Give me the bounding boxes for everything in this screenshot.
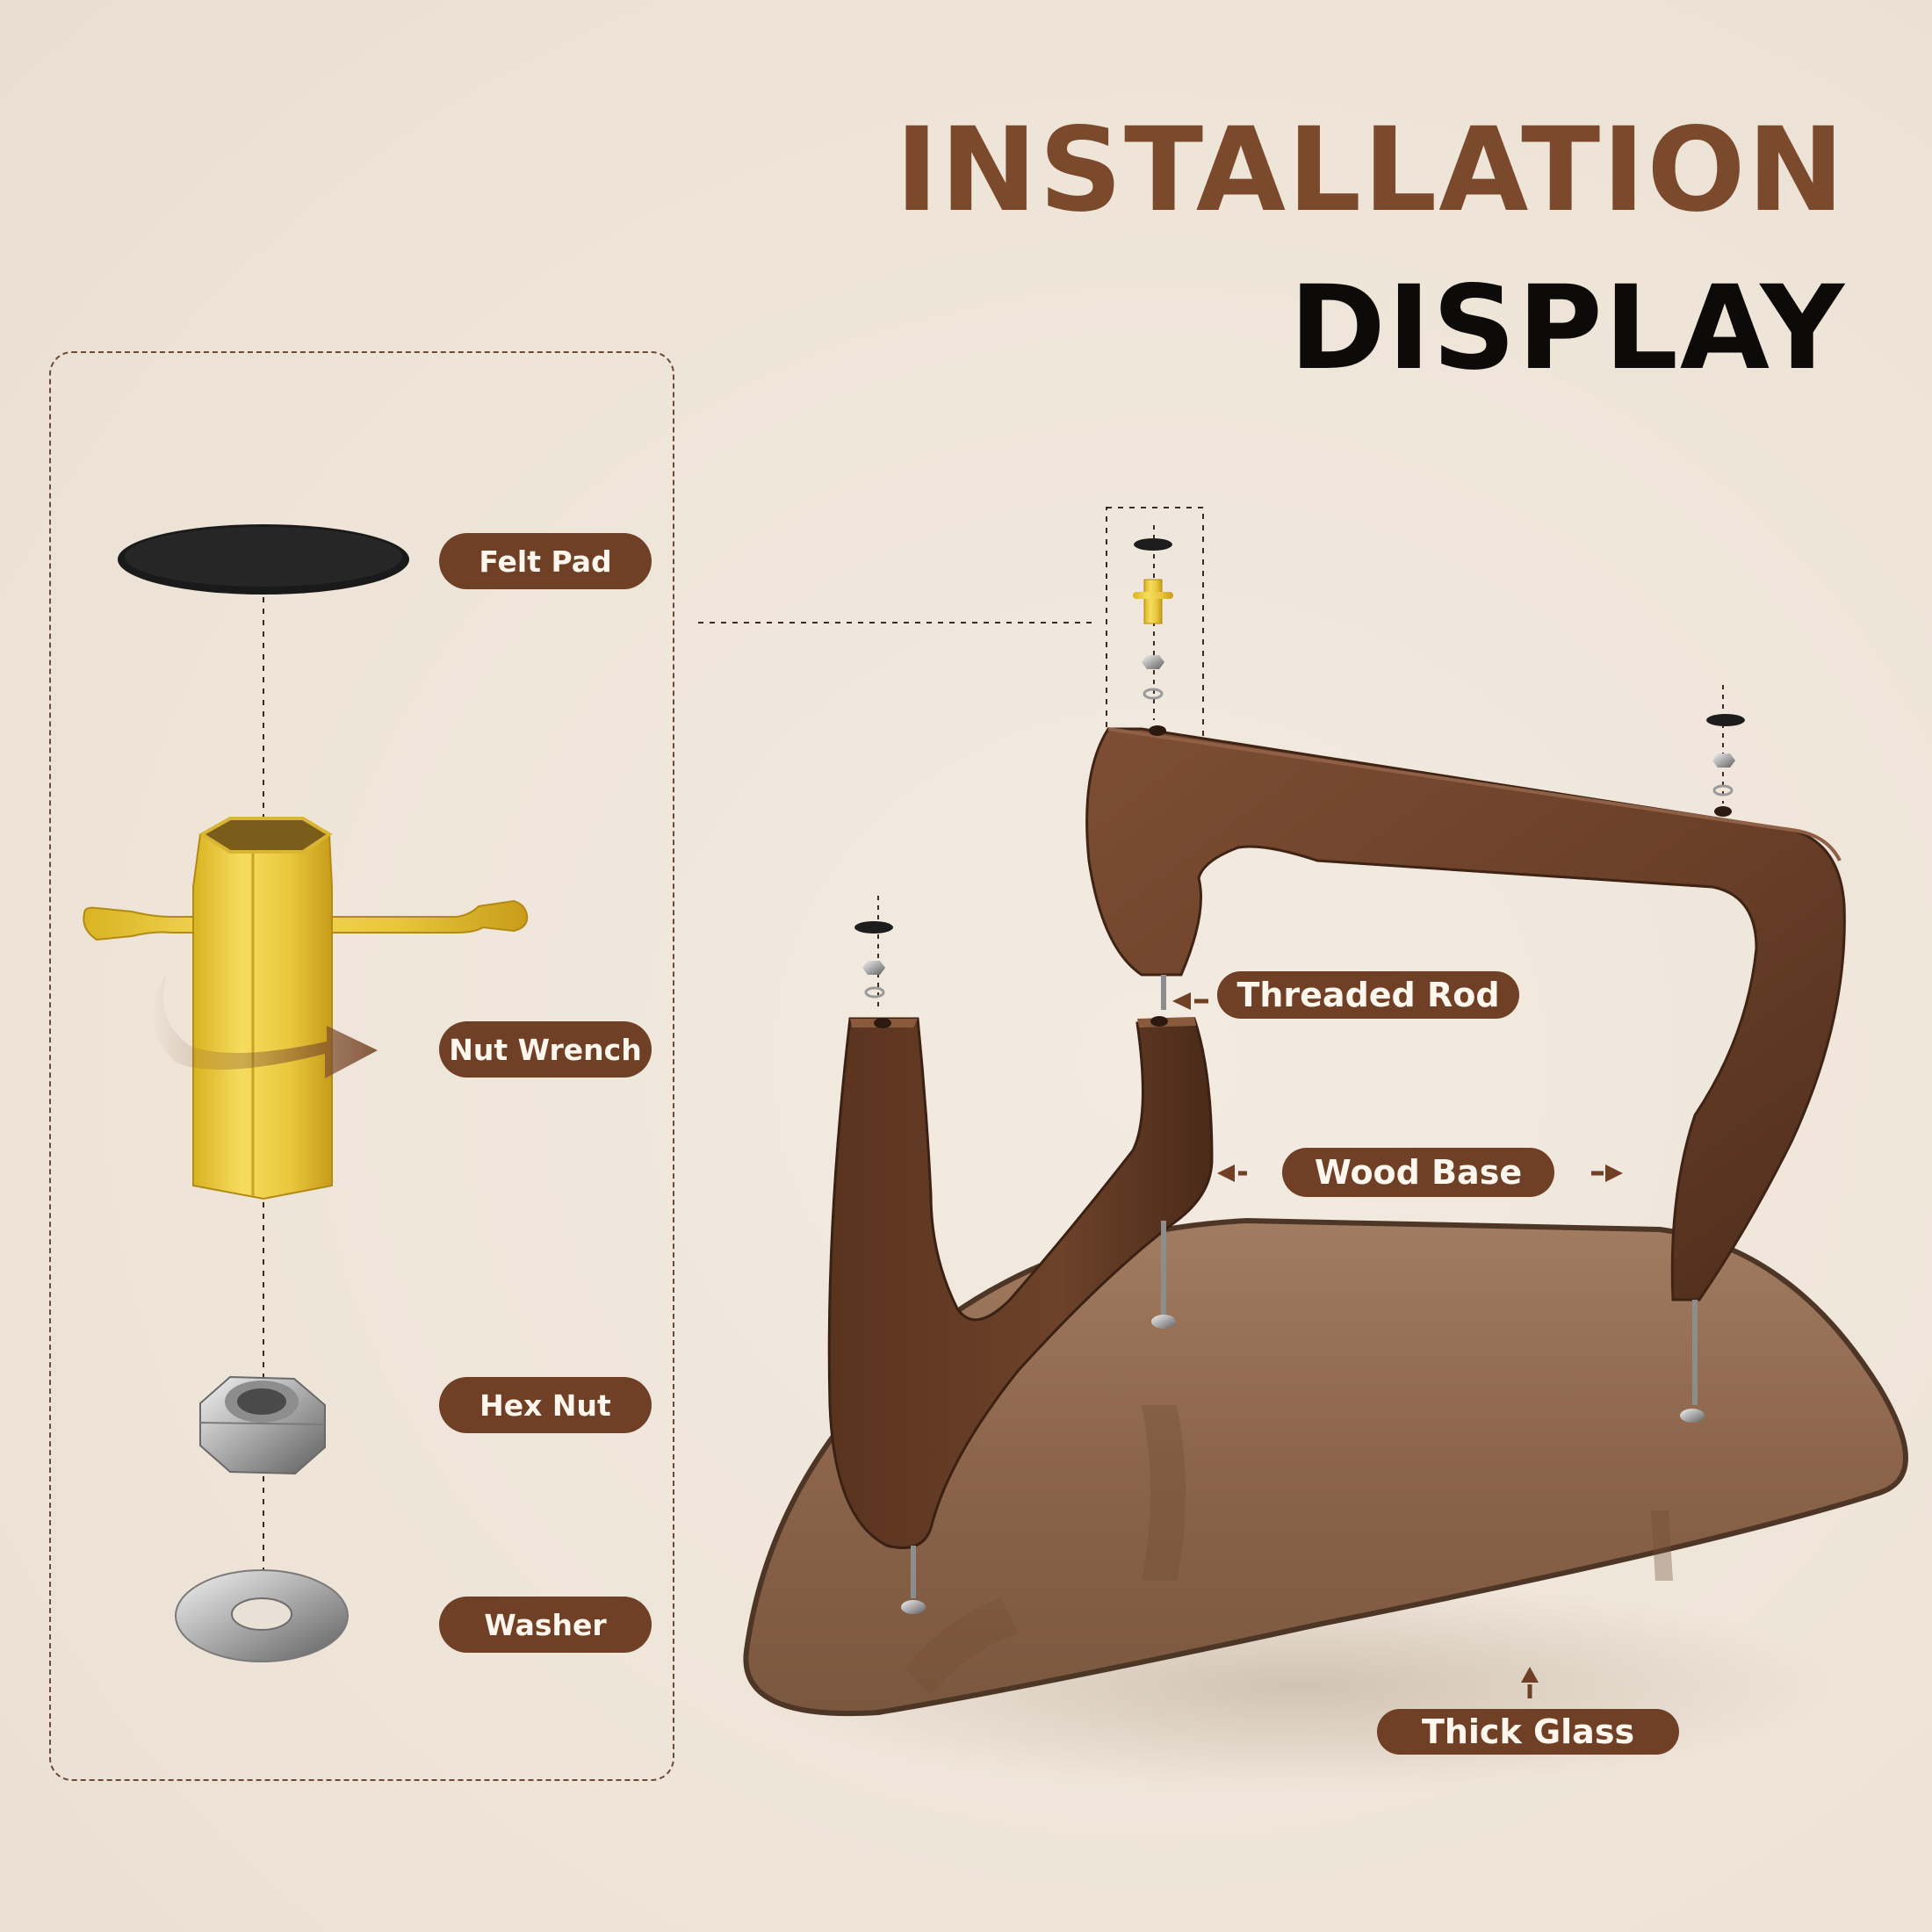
wood-base-front (827, 1016, 1214, 1549)
detail-highlight-box (1106, 507, 1204, 739)
nut-wrench-label: Nut Wrench (439, 1021, 652, 1078)
nut-wrench-icon (83, 817, 529, 1200)
hardware-stack-back-right (1706, 685, 1745, 804)
threaded-rod-label: Threaded Rod (1217, 971, 1519, 1019)
threaded-rods (901, 975, 1705, 1614)
washer-label: Washer (439, 1597, 652, 1653)
wood-base-right-arrow-icon (1591, 1164, 1623, 1182)
threaded-rod-arrow-icon (1172, 992, 1208, 1010)
hardware-stack-back-left (1133, 525, 1173, 720)
felt-pad-label: Felt Pad (439, 533, 652, 589)
wood-base-left-arrow-icon (1217, 1164, 1247, 1182)
wood-base-label: Wood Base (1282, 1148, 1554, 1197)
heading-line-2: DISPLAY (1289, 261, 1846, 396)
hardware-stack-front-left (854, 896, 893, 1010)
thick-glass-arrow-icon (1521, 1667, 1539, 1698)
heading-line-1: INSTALLATION (895, 103, 1846, 238)
washer-icon (175, 1569, 349, 1662)
hex-nut-icon (199, 1375, 326, 1475)
thick-glass-label: Thick Glass (1377, 1709, 1679, 1755)
hex-nut-label: Hex Nut (439, 1377, 652, 1433)
wood-base-back (1085, 725, 1846, 1301)
hardware-detail-panel (49, 351, 674, 1781)
felt-pad-icon (118, 524, 409, 595)
